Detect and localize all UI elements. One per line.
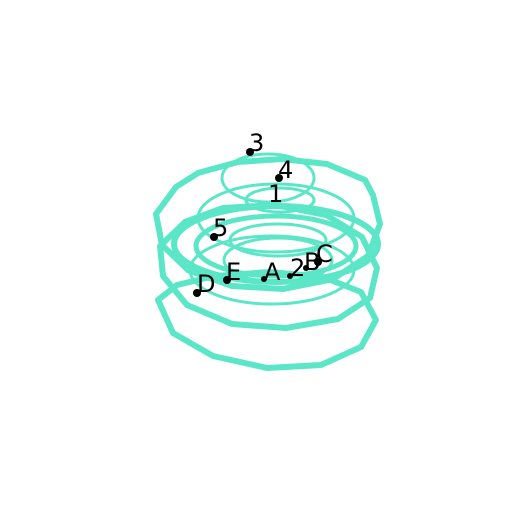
point-5 <box>210 233 218 241</box>
point-a <box>261 276 267 282</box>
ring-low-thin-1 <box>188 234 356 306</box>
label-e: E <box>226 258 241 286</box>
point-c <box>314 258 322 266</box>
point-2 <box>287 273 293 279</box>
label-a: A <box>264 258 281 286</box>
label-d: D <box>197 270 215 298</box>
point-d <box>193 289 201 297</box>
ring-top-small <box>220 152 316 204</box>
label-b: B <box>304 248 320 276</box>
ring-mid-thin-1 <box>196 182 356 254</box>
label-2: 2 <box>290 254 305 282</box>
label-c: C <box>316 240 333 268</box>
point-3 <box>246 148 254 156</box>
label-1: 1 <box>268 180 283 208</box>
point-b <box>303 265 309 271</box>
point-e <box>223 276 231 284</box>
label-3: 3 <box>249 129 264 157</box>
ring-mid-thin-2 <box>244 186 316 214</box>
label-4: 4 <box>278 156 293 184</box>
label-5: 5 <box>213 214 228 242</box>
ring-inner-thick-2 <box>193 213 359 279</box>
ring-low-thin-2 <box>222 236 334 284</box>
point-4 <box>275 174 283 182</box>
ring-upper-outer <box>153 156 383 292</box>
